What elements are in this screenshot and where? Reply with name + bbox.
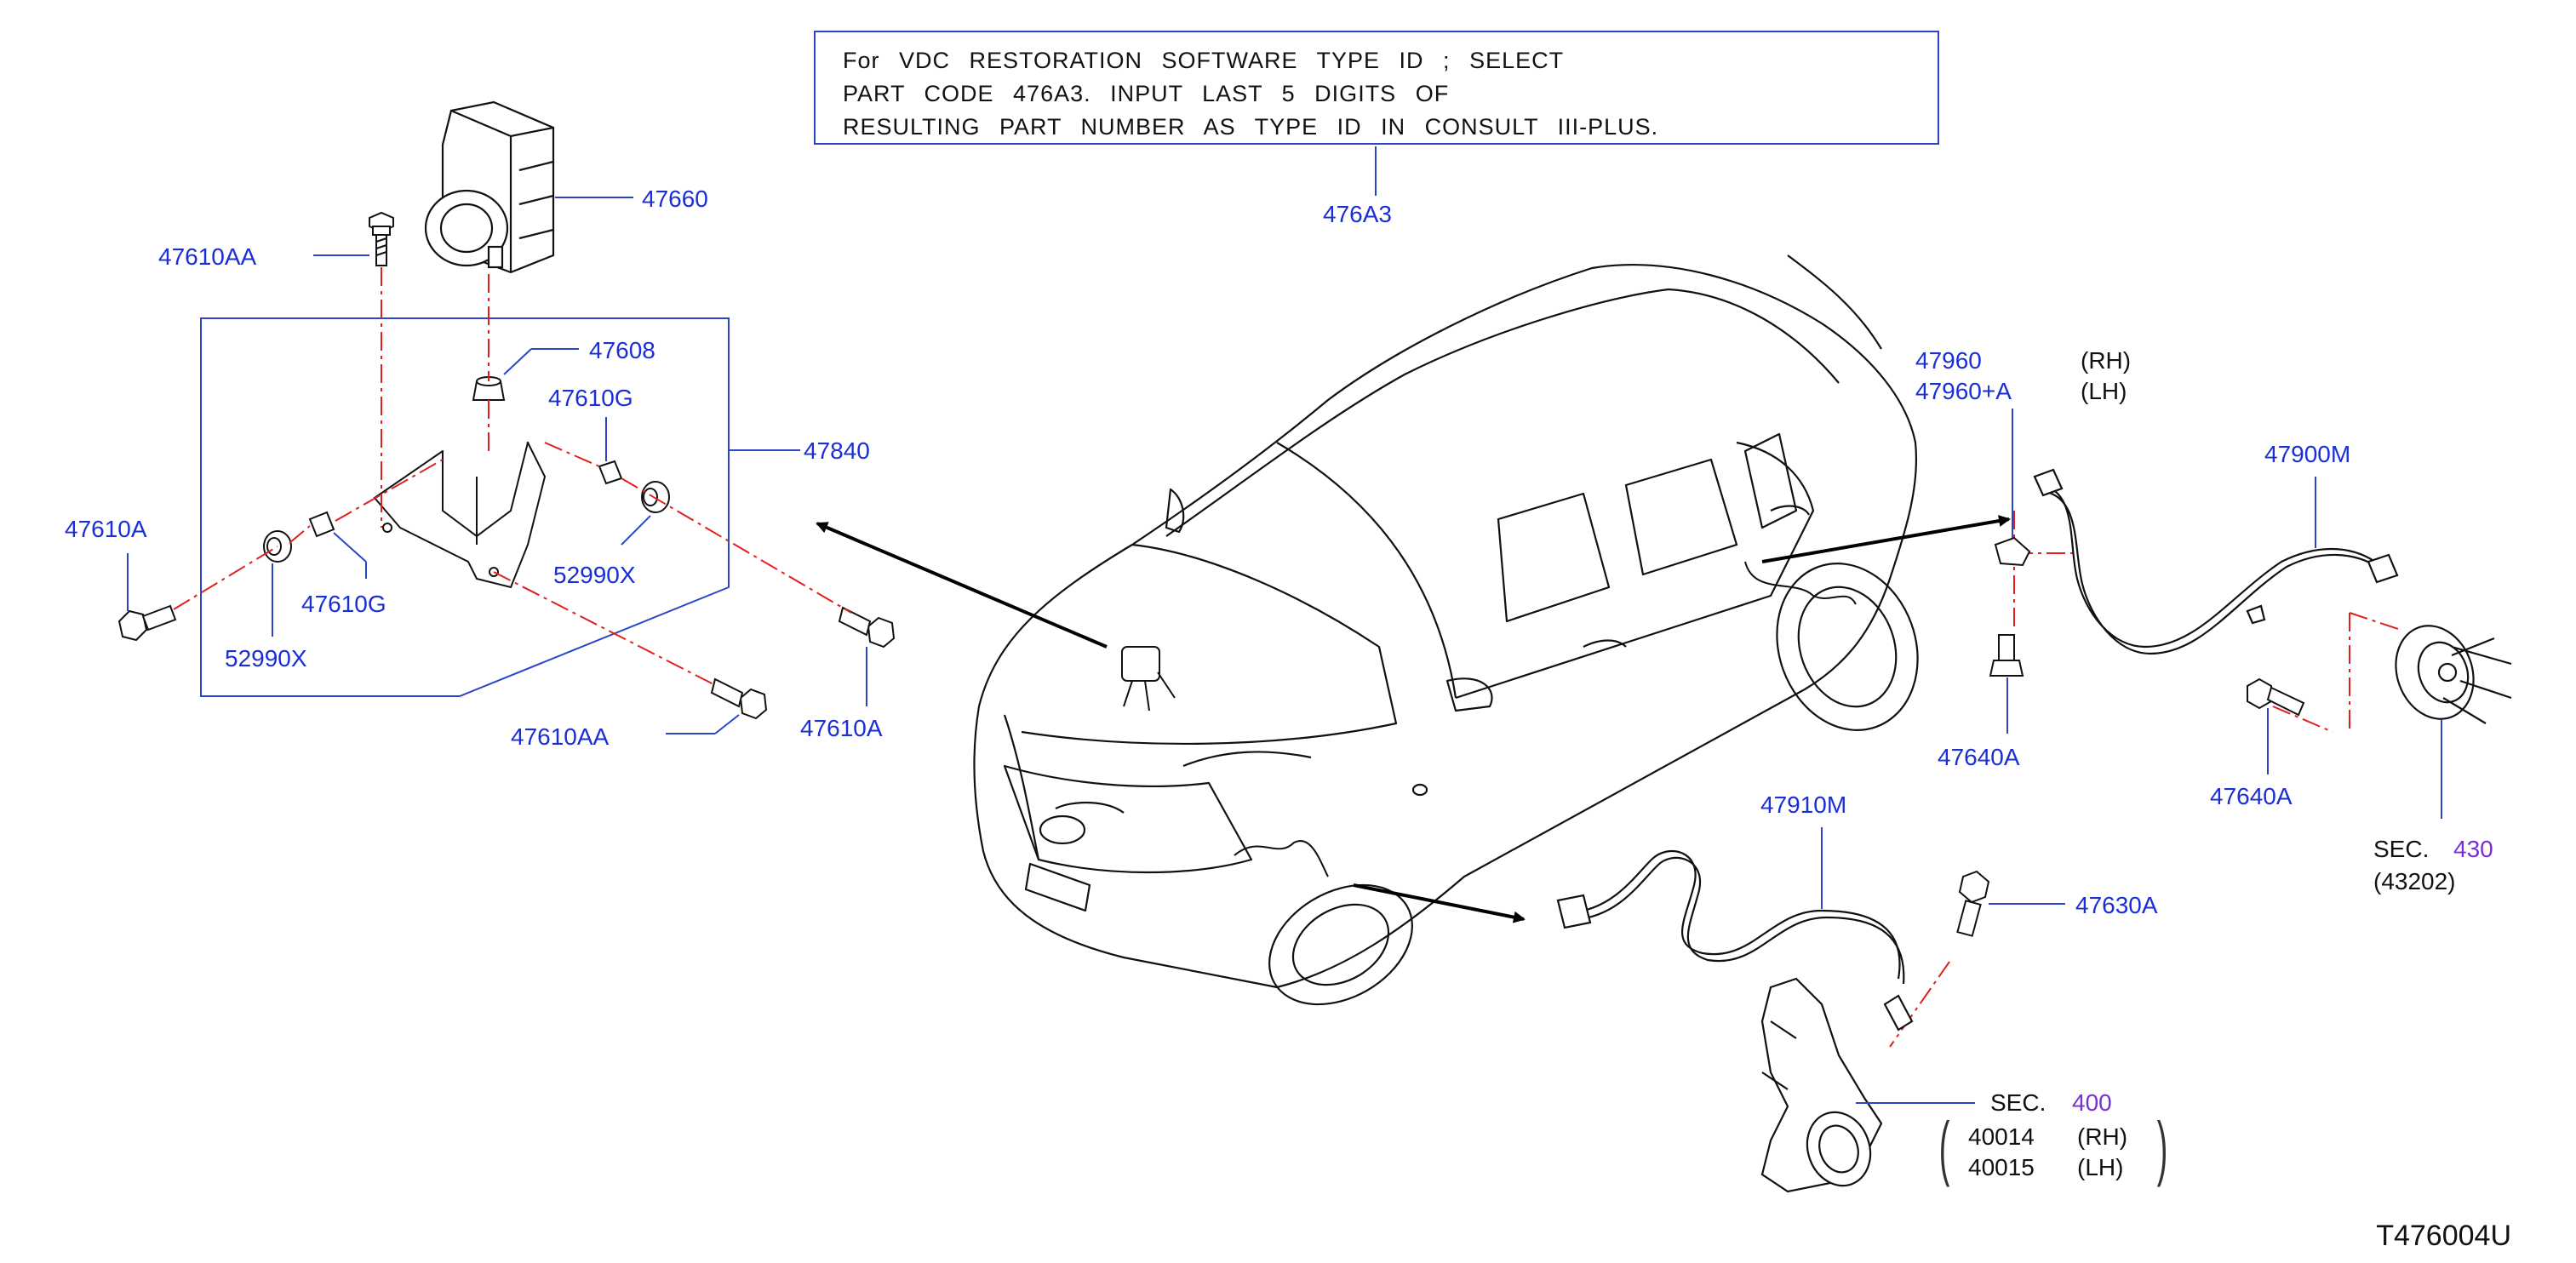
- sec-430-sub: (43202): [2373, 868, 2456, 894]
- part-label-47610A-right[interactable]: 47610A: [800, 715, 883, 741]
- part-label-47910M[interactable]: 47910M: [1760, 792, 1847, 818]
- centerlines: [173, 267, 2401, 1048]
- rear-hub-assembly: [2395, 625, 2512, 724]
- label-lh-rear: (LH): [2081, 378, 2127, 404]
- steering-knuckle: [1760, 977, 1883, 1193]
- part-label-47960A[interactable]: 47960+A: [1915, 378, 2012, 404]
- front-sensor-harness-on-vehicle: [1234, 840, 1329, 877]
- note-line-3: RESULTING PART NUMBER AS TYPE ID IN CONS…: [843, 114, 1659, 140]
- vehicle-illustration: [973, 254, 1919, 1006]
- rear-sensor-harness-on-vehicle: [1744, 561, 1857, 605]
- part-label-47610G-left[interactable]: 47610G: [301, 591, 386, 617]
- vdc-restoration-note: For VDC RESTORATION SOFTWARE TYPE ID ; S…: [814, 31, 1939, 145]
- abs-actuator-unit: [424, 100, 555, 274]
- bushing-52990X-right: [641, 481, 670, 513]
- leader-52990X-right: [621, 515, 651, 546]
- front-sensor-harness-47910M: [1556, 849, 1914, 1032]
- bolt-47610A-left: [117, 604, 177, 642]
- collar-47610G-right: [598, 460, 623, 485]
- part-label-47630A[interactable]: 47630A: [2075, 892, 2158, 918]
- bracket-assembly-frame: [200, 317, 730, 697]
- sec-400-link[interactable]: 400: [2072, 1089, 2112, 1116]
- rear-sensor-harness-47900M: [2033, 468, 2399, 655]
- note-line-2: PART CODE 476A3. INPUT LAST 5 DIGITS OF: [843, 81, 1450, 106]
- document-id: T476004U: [2376, 1220, 2511, 1252]
- part-label-52990X-left[interactable]: 52990X: [225, 645, 307, 672]
- bolt-47630A: [1956, 870, 1990, 937]
- part-label-47640A-mid[interactable]: 47640A: [1938, 744, 2020, 770]
- part-label-47960[interactable]: 47960: [1915, 347, 1982, 374]
- part-label-476A3[interactable]: 476A3: [1323, 201, 1392, 227]
- bolt-47640A-right: [2247, 677, 2305, 717]
- bolt-47640A-mid: [1989, 634, 2024, 677]
- bracket: [373, 441, 547, 589]
- collar-47610G-left: [308, 511, 335, 538]
- label-rh-rear: (RH): [2081, 347, 2132, 374]
- part-label-47610AA-top[interactable]: 47610AA: [158, 243, 257, 270]
- label-rh-front: (RH): [2077, 1123, 2128, 1150]
- bolt-47610AA-bottom: [710, 677, 768, 720]
- part-label-47840[interactable]: 47840: [804, 437, 870, 464]
- part-label-47608[interactable]: 47608: [589, 337, 655, 363]
- bolt-47610AA-top: [369, 211, 394, 266]
- sec-430-prefix: SEC.: [2373, 836, 2430, 862]
- leader-47610AA-bottom: [714, 714, 740, 734]
- abs-unit-on-vehicle: [1121, 646, 1176, 712]
- rear-sensor-47960: [1994, 536, 2031, 567]
- leader-47610G-left: [333, 532, 367, 563]
- pointer-arrows: [816, 515, 2011, 923]
- bracket-open: (: [1938, 1107, 1950, 1187]
- bracket-close: ): [2156, 1107, 2168, 1187]
- part-label-47610G-right[interactable]: 47610G: [548, 385, 633, 411]
- sec-400-prefix: SEC.: [1990, 1089, 2046, 1116]
- part-label-47900M[interactable]: 47900M: [2264, 441, 2351, 467]
- sec-430-link[interactable]: 430: [2453, 836, 2493, 862]
- label-lh-front: (LH): [2077, 1154, 2124, 1180]
- leader-47608: [503, 348, 532, 375]
- part-label-47640A-right[interactable]: 47640A: [2210, 783, 2293, 809]
- part-label-47660[interactable]: 47660: [642, 186, 708, 212]
- part-label-40014: 40014: [1968, 1123, 2035, 1150]
- part-label-47610AA-bottom[interactable]: 47610AA: [511, 723, 610, 750]
- part-label-40015: 40015: [1968, 1154, 2035, 1180]
- part-label-52990X-right[interactable]: 52990X: [553, 562, 636, 588]
- part-label-47610A-left[interactable]: 47610A: [65, 516, 147, 542]
- note-line-1: For VDC RESTORATION SOFTWARE TYPE ID ; S…: [843, 48, 1565, 73]
- bolt-47610A-right: [838, 606, 896, 649]
